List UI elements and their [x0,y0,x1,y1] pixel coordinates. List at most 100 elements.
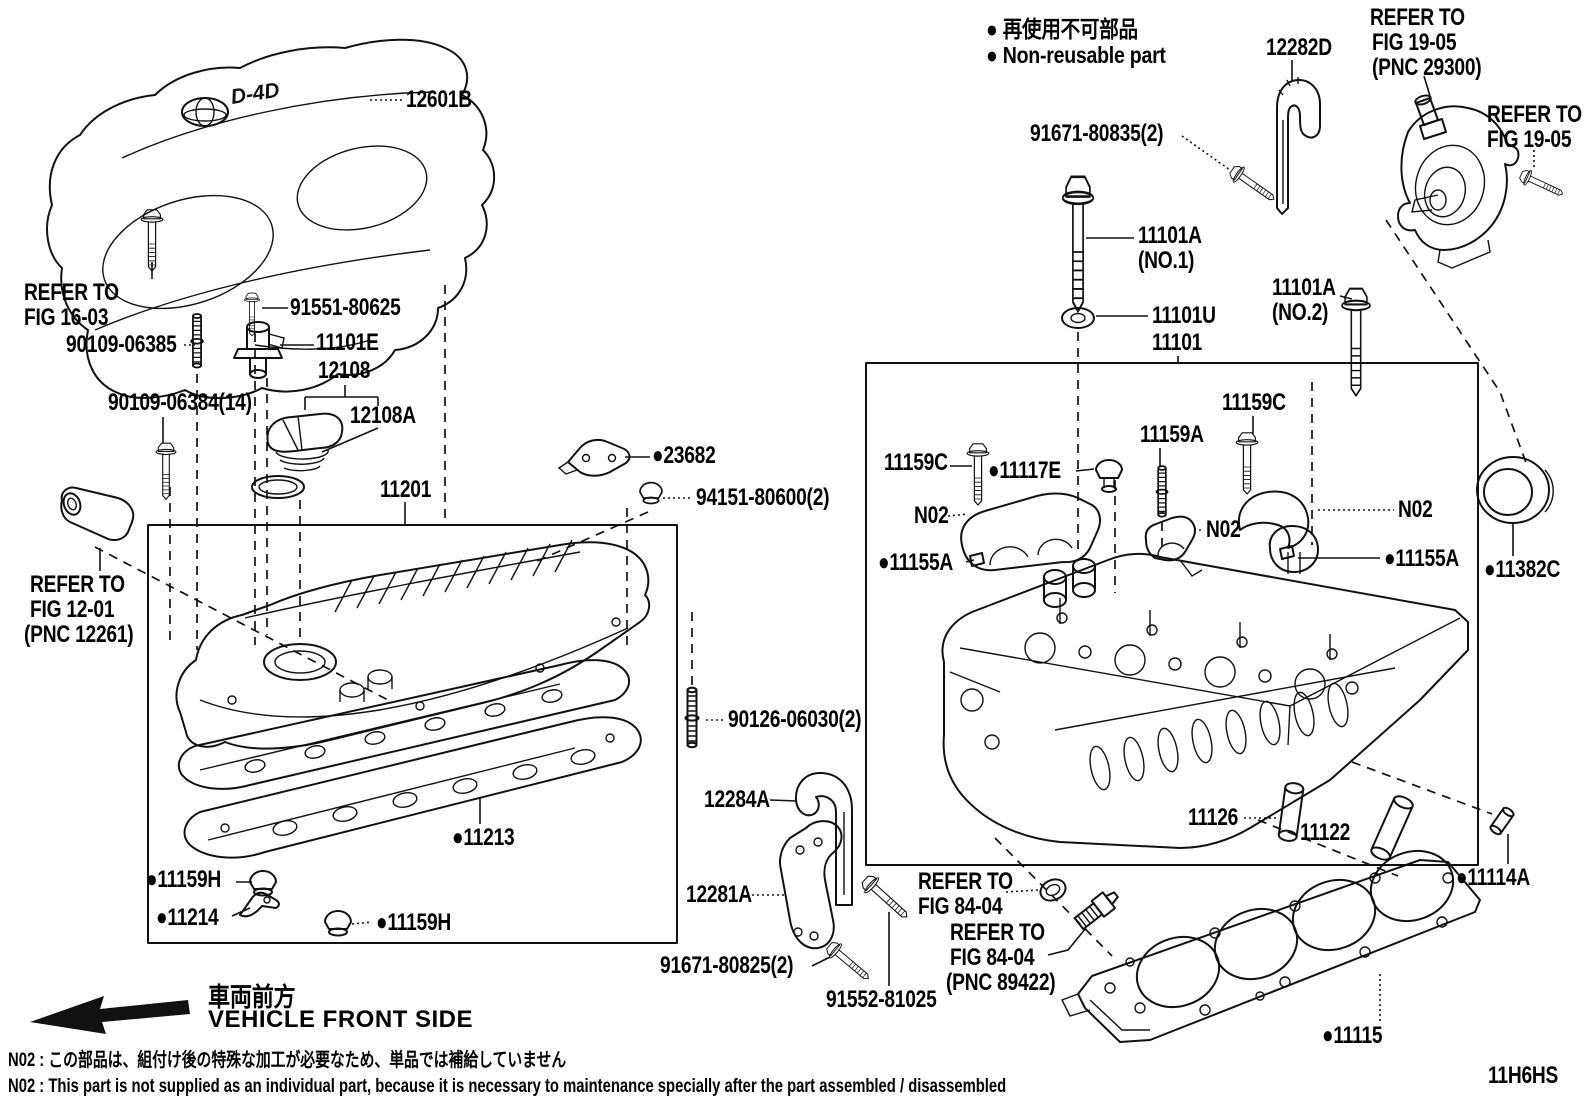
cylinder-head-drawing [941,552,1469,849]
grommet-11159h-icon [324,910,352,937]
legend-non-reusable-en: ● Non-reusable part [986,42,1166,68]
stud-11159a-icon [1155,465,1169,518]
label-11101u: 11101U [1152,302,1216,329]
hook-12284a-drawing [794,771,853,906]
vacuum-pump-drawing [1397,94,1520,269]
label-refer-fig84-04b-line2: FIG 84-04 [950,944,1035,971]
label-90109-06384: 90109-06384(14) [108,389,252,416]
label-11101a-no2-line2: (NO.2) [1272,299,1329,326]
label-11382c: ●11382C [1484,556,1561,583]
label-refer-fig12-01-line3: (PNC 12261) [24,621,134,648]
bolt-91671-80825-icon [823,938,875,986]
bracket-12281a-drawing [779,820,843,950]
bearing-cap-right-drawing [1237,490,1319,574]
label-11122: 11122 [1300,819,1351,846]
label-11126: 11126 [1188,804,1239,831]
label-94151-80600: 94151-80600(2) [696,484,830,511]
label-11213: ●11213 [452,824,515,851]
label-91551-80625: 91551-80625 [290,294,401,321]
sensor-11101e-drawing [233,321,285,379]
hook-12282d-drawing [1276,77,1321,215]
head-gasket-drawing [1061,849,1481,1043]
label-refer-fig19-05b-line2: FIG 19-05 [1487,126,1572,153]
bolt-11159c-left-icon [966,443,990,506]
bolt-91552-icon [857,871,915,925]
cover-bolt-icon [140,209,164,272]
grommet-94151-icon [639,481,663,505]
seal-11382c-drawing [1476,456,1554,524]
bolt-11101a-no2-icon [1340,287,1372,397]
label-refer-fig84-04a-line2: FIG 84-04 [918,893,1003,920]
pin-11155a-left-icon [969,552,985,567]
label-12108: 12108 [318,357,371,384]
label-11159a: 11159A [1140,421,1204,448]
label-n02-left: N02 [914,502,949,529]
label-11101a-no2-line1: 11101A [1272,274,1336,301]
pin-11155a-right-icon [1279,545,1295,560]
label-refer-fig12-01-line2: FIG 12-01 [30,596,115,623]
bolt-11159c-right-icon [1235,432,1259,495]
label-91552-81025: 91552-81025 [826,986,937,1013]
oring-8404-drawing [1039,878,1067,902]
elbow-pnc12261-drawing [60,486,135,541]
valve-cover-drawing [175,539,651,859]
label-11101: 11101 [1152,329,1203,356]
label-90109-06385: 90109-06385 [66,331,177,358]
label-11101e: 11101E [316,329,379,356]
grommet-11159h-icon [249,870,277,897]
label-sheet-code: 11H6HS [1488,1062,1559,1089]
label-11101a-no1-line1: 11101A [1138,222,1202,249]
note-n02-en: N02 : This part is not supplied as an in… [8,1076,1007,1097]
bolt-90109-06384-icon [155,442,177,500]
projection-lines [94,219,1529,957]
label-11117e: ●11117E [988,457,1061,484]
leader-lines [99,60,1514,986]
note-n02-jp: N02 : この部品は、組付け後の特殊な加工が必要なため、単品では補給していませ… [8,1050,567,1071]
label-11159c-left: 11159C [884,449,948,476]
label-11159h-1: ●11159H [146,866,222,893]
washer-11101u-icon [1061,307,1095,329]
engine-cover-logo-text: D-4D [229,79,281,109]
label-refer-fig16-03-line1: REFER TO [24,279,119,306]
plug-11117e-drawing [1095,459,1123,493]
pin-11114a-drawing [1489,806,1515,836]
label-11155a-right: ●11155A [1384,545,1460,572]
label-11159c-right: 11159C [1222,389,1286,416]
label-refer-fig19-05b-line1: REFER TO [1487,101,1582,128]
valve-cover-frame [147,524,678,944]
label-11101a-no1-line2: (NO.1) [1138,247,1195,274]
vehicle-front-arrow-icon [30,996,190,1034]
dotted-leader-lines [184,99,1535,1022]
gasket-23682-drawing [557,438,631,477]
label-n02-middle: N02 [1206,516,1241,543]
label-23682: ●23682 [652,442,716,469]
valve-guide-11122-drawing [1370,795,1414,861]
bolt-91671-80835-icon [1226,162,1280,208]
label-n02-right: N02 [1398,496,1433,523]
oil-filler-cap-drawing [251,412,344,499]
label-refer-fig16-03-line2: FIG 16-03 [24,304,109,331]
label-refer-fig19-05a-line2: FIG 19-05 [1372,29,1457,56]
label-11155a-left: ●11155A [878,549,954,576]
label-refer-fig19-05a-line3: (PNC 29300) [1372,54,1482,81]
label-11214: ●11214 [156,904,219,931]
stud-90126-icon [684,686,700,749]
bearing-cap-left-drawing [960,492,1101,608]
label-refer-fig12-01-line1: REFER TO [30,571,125,598]
label-refer-fig84-04a-line1: REFER TO [918,868,1013,895]
label-12601b: 12601B [406,86,472,113]
cylinder-head-frame [865,362,1479,866]
label-12281a: 12281A [686,881,752,908]
sensor-89422-drawing [1073,891,1119,931]
label-refer-fig84-04b-line1: REFER TO [950,919,1045,946]
valve-guide-11126-drawing [1277,782,1305,842]
bearing-cap-middle-drawing [1144,515,1203,577]
vehicle-front-side-jp: 車両前方 [208,982,296,1012]
vehicle-front-side-en: VEHICLE FRONT SIDE [208,1006,474,1033]
label-11159h-2: ●11159H [376,909,452,936]
label-refer-fig19-05a-line1: REFER TO [1370,4,1465,31]
label-91671-80835: 91671-80835(2) [1030,120,1164,147]
bolt-fig1905-icon [1517,166,1567,202]
